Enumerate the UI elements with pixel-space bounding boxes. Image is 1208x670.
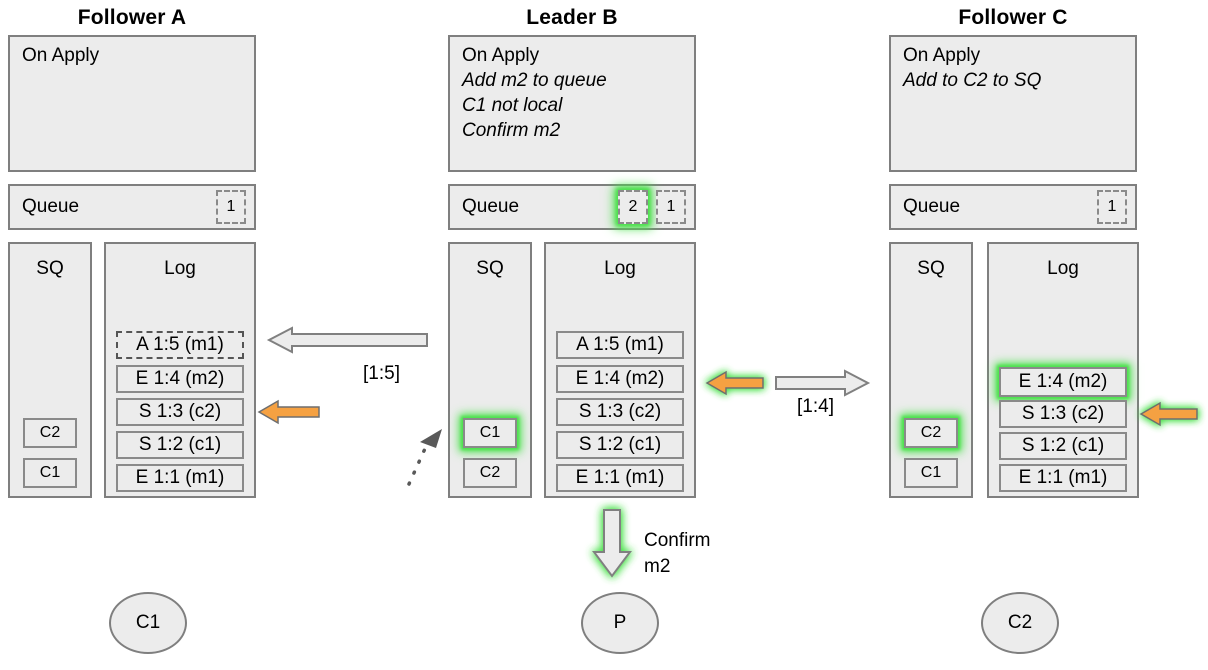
sq-label: SQ [36,258,64,279]
on-apply-panel-follower-c: On Apply Add to C2 to SQ [889,35,1137,172]
log-entry: S 1:3 (c2) [116,398,244,426]
log-entry: S 1:3 (c2) [999,400,1127,428]
queue-label: Queue [462,196,520,217]
log-entry: A 1:5 (m1) [116,331,244,359]
sq-panel-follower-a: SQ [8,242,92,498]
queue-chip-active: 2 [618,190,648,224]
log-entry: E 1:1 (m1) [116,464,244,492]
on-apply-header: On Apply [462,45,540,66]
queue-label: Queue [22,196,80,217]
apply-pointer-leader-b [705,370,764,396]
log-entry: E 1:1 (m1) [999,464,1127,492]
replication-arrow-label-ab: [1:5] [363,363,400,384]
confirm-label-line1: Confirm [644,530,711,551]
sq-item: C1 [904,458,958,488]
queue-panel-follower-c: Queue 1 [889,184,1137,230]
column-title-follower-a: Follower A [77,6,187,29]
log-entry: A 1:5 (m1) [556,331,684,359]
sq-item: C2 [23,418,77,448]
log-entry: S 1:2 (c1) [556,431,684,459]
replication-arrow-b-to-a [266,326,428,354]
client-node-leader-b: P [581,592,659,654]
on-apply-line: Add m2 to queue [462,70,607,91]
client-node-follower-c: C2 [981,592,1059,654]
on-apply-header: On Apply [22,45,100,66]
dotted-pointer-to-sq [407,429,442,486]
log-entry: S 1:2 (c1) [116,431,244,459]
log-entry: E 1:1 (m1) [556,464,684,492]
log-entry: S 1:2 (c1) [999,432,1127,460]
on-apply-line: Confirm m2 [462,120,561,141]
log-entry-active: E 1:4 (m2) [999,367,1127,397]
replication-arrow-b-to-c [775,369,871,397]
sq-panel-leader-b: SQ [448,242,532,498]
column-title-leader-b: Leader B [526,6,618,29]
log-label: Log [164,258,196,279]
confirm-label-line2: m2 [644,556,671,577]
log-entry: S 1:3 (c2) [556,398,684,426]
on-apply-line: Add to C2 to SQ [903,70,1042,91]
apply-pointer-follower-a [257,399,320,425]
on-apply-header: On Apply [903,45,981,66]
sq-label: SQ [476,258,504,279]
sq-item: C2 [463,458,517,488]
on-apply-panel-follower-a: On Apply [8,35,256,172]
sq-label: SQ [917,258,945,279]
queue-chip: 1 [656,190,686,224]
on-apply-panel-leader-b: On Apply Add m2 to queue C1 not local Co… [448,35,696,172]
log-entry: E 1:4 (m2) [116,365,244,393]
queue-chip: 1 [216,190,246,224]
queue-panel-leader-b: Queue 2 1 [448,184,696,230]
log-entry: E 1:4 (m2) [556,365,684,393]
queue-label: Queue [903,196,961,217]
column-title-follower-c: Follower C [958,6,1068,29]
on-apply-line: C1 not local [462,95,563,116]
log-label: Log [1047,258,1079,279]
client-node-follower-a: C1 [109,592,187,654]
queue-chip: 1 [1097,190,1127,224]
apply-pointer-follower-c [1139,401,1198,427]
queue-panel-follower-a: Queue 1 [8,184,256,230]
replication-arrow-label-bc: [1:4] [797,396,834,417]
sq-item-active: C1 [463,418,517,448]
sq-item: C1 [23,458,77,488]
sq-item-active: C2 [904,418,958,448]
log-label: Log [604,258,636,279]
confirm-arrow-leader-b [592,509,632,578]
sq-panel-follower-c: SQ [889,242,973,498]
